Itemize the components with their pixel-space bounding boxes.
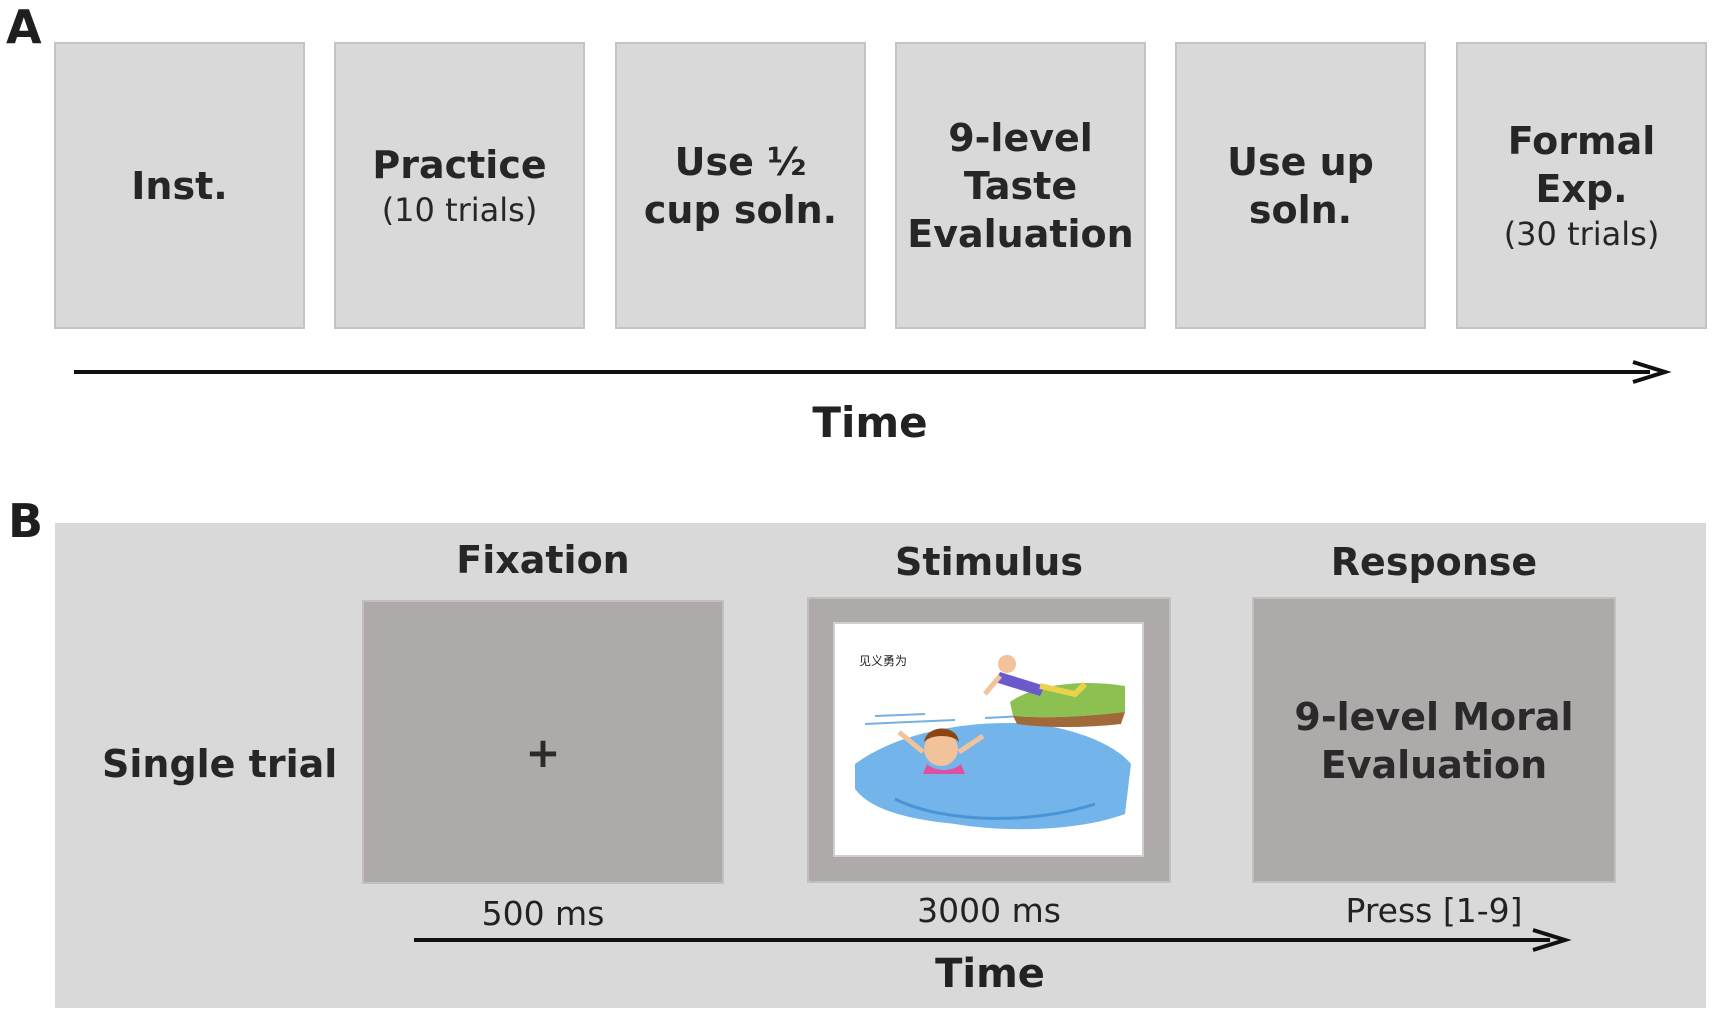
stage-sub-text: (30 trials)	[1503, 214, 1660, 253]
time-arrow-b	[414, 928, 1572, 952]
stage-sub-text: (10 trials)	[381, 190, 538, 229]
stage-use-up: Use up soln.	[1175, 42, 1426, 329]
fixation-title: Fixation	[456, 538, 630, 582]
time-arrow-a	[74, 360, 1672, 384]
stage-instructions: Inst.	[54, 42, 305, 329]
response-text: 9-level Moral Evaluation	[1294, 695, 1574, 787]
fixation-cross-icon: +	[525, 728, 561, 777]
time-label-a: Time	[812, 398, 928, 447]
response-screen: 9-level Moral Evaluation	[1252, 597, 1616, 883]
picture-caption: 见义勇为	[859, 654, 908, 668]
drowning-rescue-illustration-icon	[855, 655, 1131, 830]
response-duration: Press [1-9]	[1345, 891, 1523, 930]
stage-taste-evaluation: 9-level Taste Evaluation	[895, 42, 1146, 329]
stage-main-text: Formal Exp.	[1507, 118, 1656, 211]
stage-half-cup: Use ½ cup soln.	[615, 42, 866, 329]
response-title: Response	[1330, 540, 1538, 584]
time-label-b: Time	[935, 951, 1045, 997]
stage-practice: Practice (10 trials)	[334, 42, 585, 329]
stimulus-title: Stimulus	[895, 540, 1083, 584]
panel-b-letter: B	[8, 494, 44, 548]
panel-a-letter: A	[6, 0, 42, 54]
stage-main-text: Use up soln.	[1227, 139, 1374, 232]
stimulus-duration: 3000 ms	[917, 891, 1061, 930]
stage-main-text: 9-level Taste Evaluation	[907, 115, 1134, 256]
stimulus-screen: 见义勇为	[807, 597, 1171, 883]
stage-main-text: Inst.	[131, 163, 228, 208]
fixation-duration: 500 ms	[481, 894, 605, 933]
stage-main-text: Practice	[372, 142, 547, 187]
fixation-screen: +	[362, 600, 724, 884]
stimulus-picture: 见义勇为	[833, 622, 1144, 857]
stage-main-text: Use ½ cup soln.	[643, 139, 838, 232]
single-trial-label: Single trial	[102, 742, 338, 786]
stage-formal-exp: Formal Exp. (30 trials)	[1456, 42, 1707, 329]
single-trial-panel: Single trial Fixation Stimulus Response …	[55, 523, 1706, 1008]
